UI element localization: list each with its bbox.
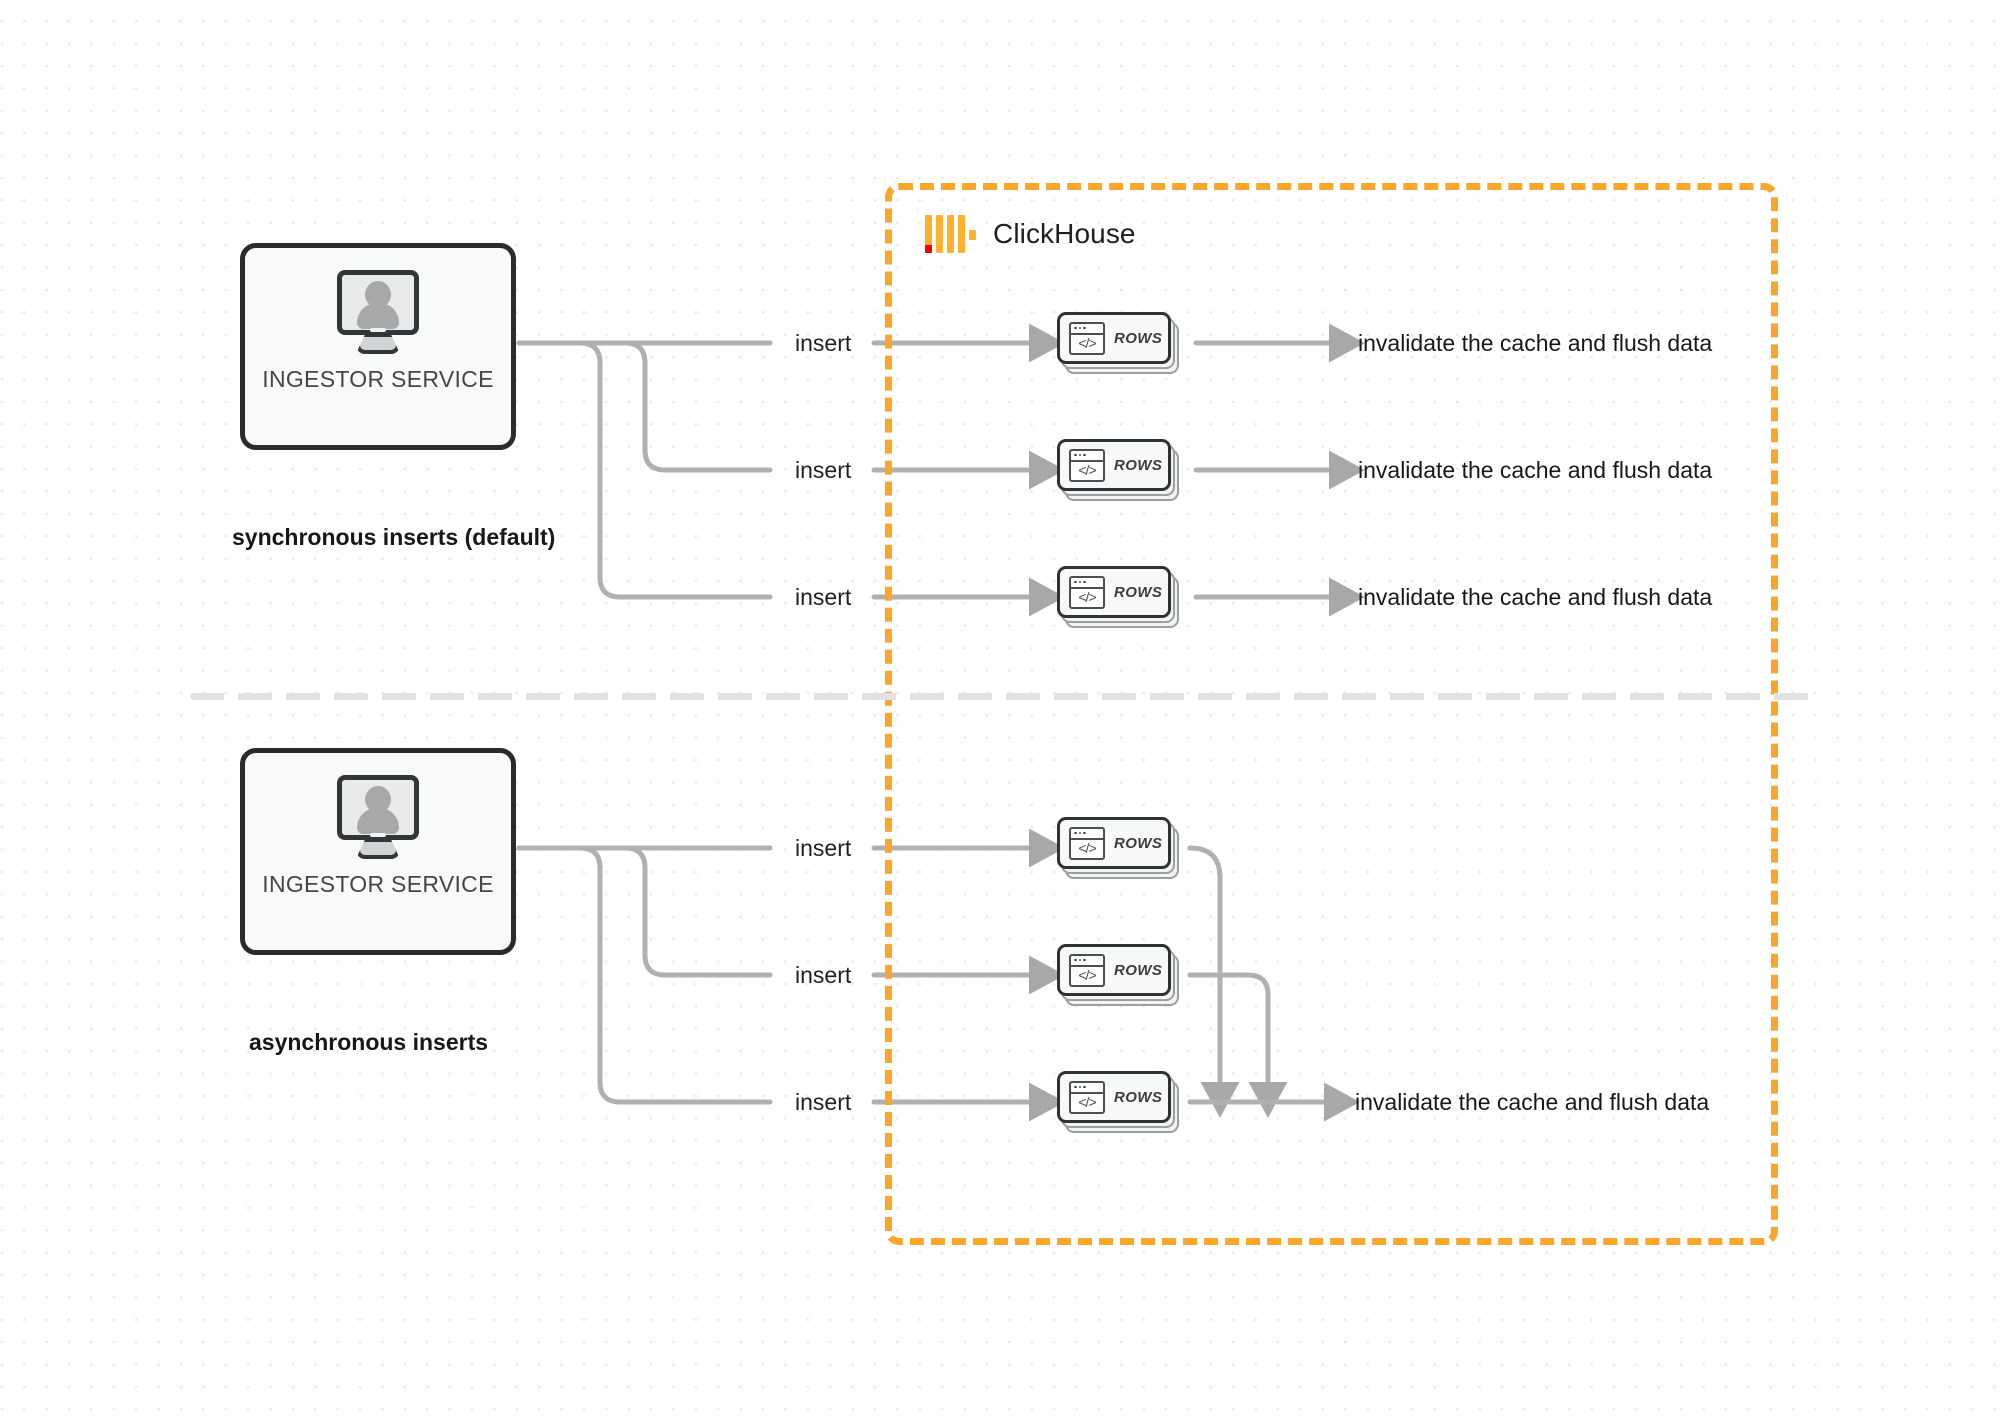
rows-card-async-3[interactable]: </> ROWS — [1057, 1071, 1179, 1133]
insert-label-sync-1: insert — [795, 330, 852, 356]
section-divider — [190, 693, 1810, 700]
ingestor-service-sync[interactable]: INGESTOR SERVICE — [240, 243, 516, 450]
ingestor-service-caption: INGESTOR SERVICE — [262, 871, 494, 897]
clickhouse-brand: ClickHouse — [925, 215, 1136, 253]
result-label-sync-1: invalidate the cache and flush data — [1358, 330, 1713, 356]
result-label-sync-3: invalidate the cache and flush data — [1358, 584, 1713, 610]
rows-card-label: ROWS — [1114, 961, 1163, 979]
rows-card-async-2[interactable]: </> ROWS — [1057, 944, 1179, 1006]
code-window-icon: </> — [1069, 448, 1105, 482]
rows-card-label: ROWS — [1114, 329, 1163, 347]
monitor-user-icon — [332, 270, 424, 356]
rows-card-label: ROWS — [1114, 583, 1163, 601]
async-branch-2 — [516, 845, 773, 978]
insert-label-async-3: insert — [795, 1089, 852, 1115]
insert-label-sync-3: insert — [795, 584, 852, 610]
result-label-async-merged: invalidate the cache and flush data — [1355, 1089, 1710, 1115]
rows-card-sync-3[interactable]: </> ROWS — [1057, 566, 1179, 628]
code-window-icon: </> — [1069, 826, 1105, 860]
ingestor-service-async[interactable]: INGESTOR SERVICE — [240, 748, 516, 955]
clickhouse-name: ClickHouse — [993, 218, 1136, 249]
rows-card-label: ROWS — [1114, 834, 1163, 852]
code-window-icon: </> — [1069, 953, 1105, 987]
sync-branch-2 — [516, 340, 773, 473]
clickhouse-boundary — [885, 183, 1778, 1245]
rows-card-label: ROWS — [1114, 1088, 1163, 1106]
code-window-icon: </> — [1069, 321, 1105, 355]
sync-branch-3 — [516, 340, 773, 600]
ingestor-service-caption: INGESTOR SERVICE — [262, 366, 494, 392]
insert-label-async-2: insert — [795, 962, 852, 988]
monitor-user-icon — [332, 775, 424, 861]
insert-label-async-1: insert — [795, 835, 852, 861]
rows-card-sync-1[interactable]: </> ROWS — [1057, 312, 1179, 374]
code-window-icon: </> — [1069, 1080, 1105, 1114]
rows-card-sync-2[interactable]: </> ROWS — [1057, 439, 1179, 501]
section-label-synchronous: synchronous inserts (default) — [232, 524, 556, 550]
section-label-asynchronous: asynchronous inserts — [249, 1029, 489, 1055]
clickhouse-logo-icon — [925, 215, 976, 253]
rows-card-label: ROWS — [1114, 456, 1163, 474]
rows-card-async-1[interactable]: </> ROWS — [1057, 817, 1179, 879]
async-branch-3 — [516, 845, 773, 1105]
insert-label-sync-2: insert — [795, 457, 852, 483]
result-label-sync-2: invalidate the cache and flush data — [1358, 457, 1713, 483]
code-window-icon: </> — [1069, 575, 1105, 609]
